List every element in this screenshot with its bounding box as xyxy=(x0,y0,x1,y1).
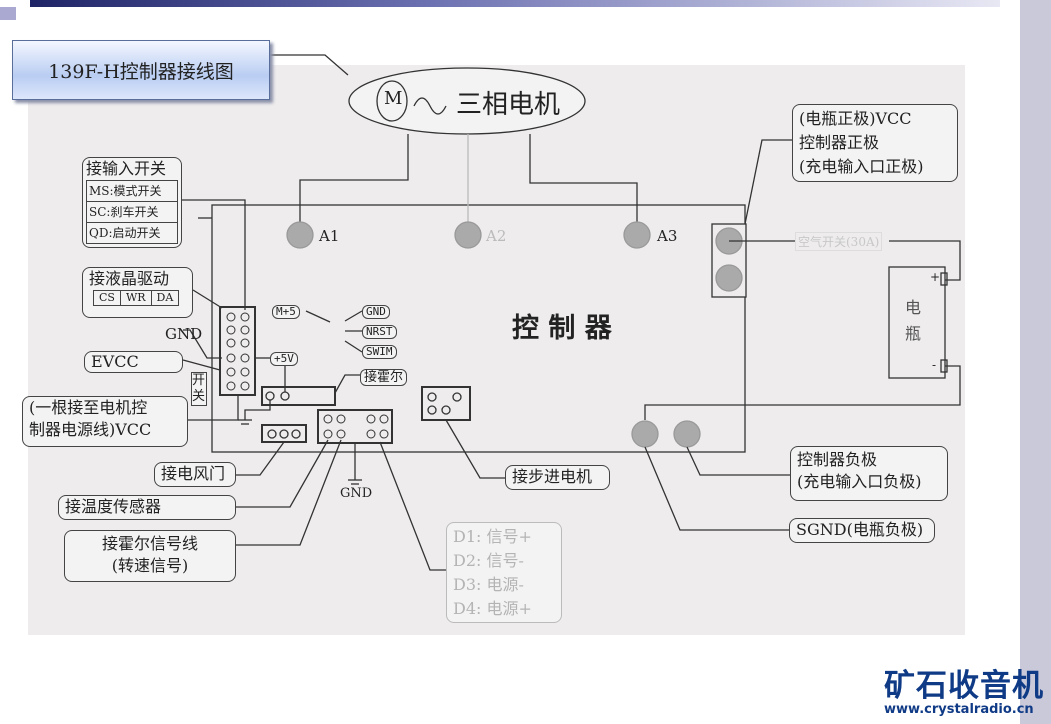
input-switch-title: 接输入开关 xyxy=(86,159,167,178)
battery-minus: - xyxy=(932,358,937,372)
positive-terminal-box: (电瓶正极)VCC 控制器正极 (充电输入口正极) xyxy=(792,104,958,182)
lcd-wr: WR xyxy=(120,290,152,306)
logo-url: www.crystalradio.cn xyxy=(884,702,1034,717)
vcc-label: (电瓶正极)VCC xyxy=(799,109,912,128)
vcc-line-2: 制器电源线)VCC xyxy=(29,420,152,439)
controller-positive-label: 控制器正极 xyxy=(799,133,880,152)
corner-decoration xyxy=(0,7,16,20)
d2-label: D2: 信号- xyxy=(453,551,524,570)
controller-negative-label: 控制器负极 xyxy=(797,450,878,469)
motor-symbol: M xyxy=(384,88,403,109)
hall-signal-line-1: 接霍尔信号线 xyxy=(101,534,198,553)
charge-positive-label: (充电输入口正极) xyxy=(799,157,924,176)
evcc-box: EVCC xyxy=(84,351,183,373)
hall-signal-line-2: (转速信号) xyxy=(111,556,189,575)
input-switch-box: 接输入开关 MS:模式开关 SC:刹车开关 QD:启动开关 xyxy=(82,157,182,248)
charge-negative-label: (充电输入口负极) xyxy=(797,472,922,491)
prog-gnd-label: GND xyxy=(362,305,390,319)
gnd-label: GND xyxy=(165,325,203,343)
hall-signal-box: 接霍尔信号线 (转速信号) xyxy=(64,530,236,582)
d3-label: D3: 电源- xyxy=(453,575,524,594)
diagram-title: 139F-H控制器接线图 xyxy=(12,40,270,100)
fan-box: 接电风门 xyxy=(154,462,236,487)
controller-label: 控 制 器 xyxy=(512,313,612,344)
hall-label: 接霍尔 xyxy=(360,369,408,386)
vcc-line-1: (一根接至电机控 xyxy=(29,398,148,417)
negative-terminal-box: 控制器负极 (充电输入口负极) xyxy=(790,446,948,501)
right-side-strip xyxy=(1020,0,1051,724)
logo: 矿石收音机 xyxy=(884,668,1044,704)
nrst-label: NRST xyxy=(362,325,397,339)
lcd-driver-box: 接液晶驱动 CS WR DA xyxy=(82,267,193,318)
switch-label: 开关 xyxy=(191,372,207,406)
lcd-title: 接液晶驱动 xyxy=(89,269,170,288)
phase-a1: A1 xyxy=(319,227,340,245)
lcd-da: DA xyxy=(151,290,180,306)
gnd-bottom-label: GND xyxy=(340,486,373,501)
d4-label: D4: 电源+ xyxy=(453,599,532,618)
stepper-box: 接步进电机 xyxy=(505,465,610,490)
top-banner-bar xyxy=(30,0,1000,7)
mode-switch-label: MS:模式开关 xyxy=(86,180,178,202)
start-switch-label: QD:启动开关 xyxy=(86,223,178,244)
air-switch-label: 空气开关(30A) xyxy=(795,232,883,251)
swim-label: SWIM xyxy=(362,345,397,359)
motor-label: 三相电机 xyxy=(456,90,561,120)
sgnd-box: SGND(电瓶负极) xyxy=(789,518,935,543)
d1-label: D1: 信号+ xyxy=(453,527,532,546)
m5-label: M+5 xyxy=(272,305,300,319)
plus5v-label: +5V xyxy=(270,352,298,366)
hall-pin-list: D1: 信号+ D2: 信号- D3: 电源- D4: 电源+ xyxy=(446,522,562,623)
lcd-cs: CS xyxy=(93,290,121,306)
battery-plus: + xyxy=(930,270,941,284)
phase-a2: A2 xyxy=(486,227,507,245)
brake-switch-label: SC:刹车开关 xyxy=(86,202,178,223)
temp-sensor-box: 接温度传感器 xyxy=(58,495,236,520)
phase-a3: A3 xyxy=(657,227,678,245)
battery-label: 电 瓶 xyxy=(905,298,922,343)
power-vcc-box: (一根接至电机控 制器电源线)VCC xyxy=(22,396,188,447)
